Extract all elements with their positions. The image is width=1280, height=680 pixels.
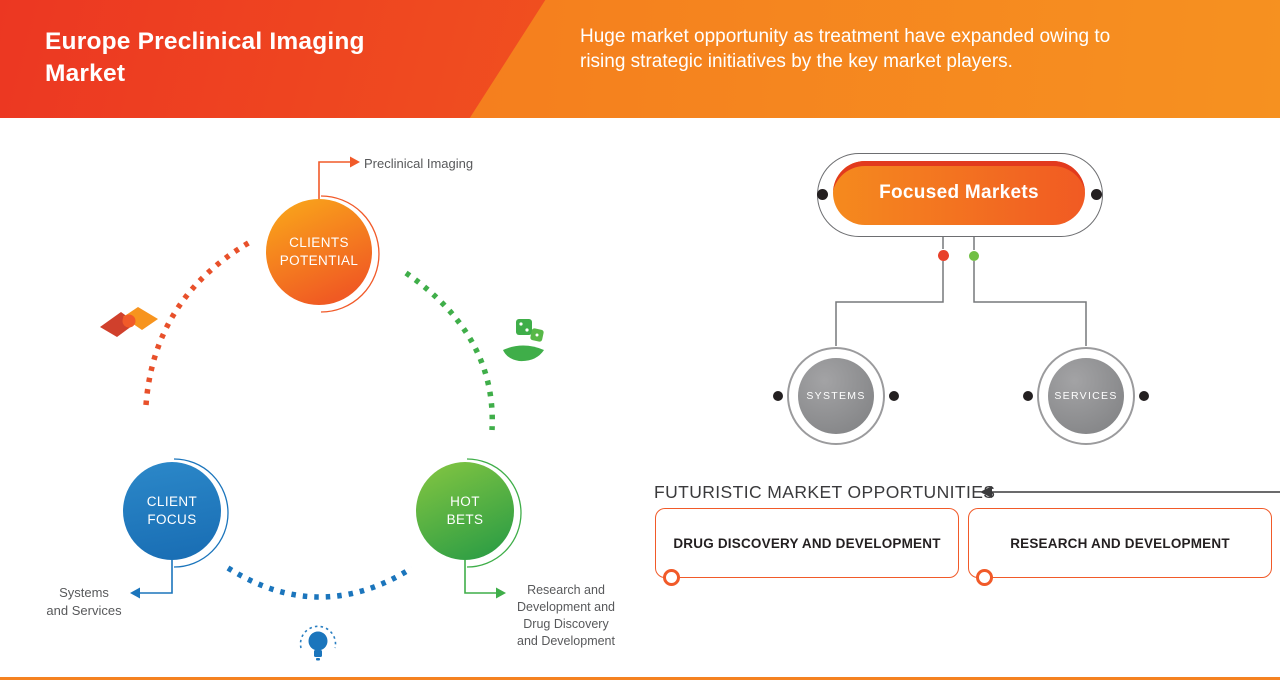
opportunity-corner-dot [663,569,680,586]
opportunity-box-research-development: RESEARCH AND DEVELOPMENT [968,508,1272,578]
opportunities-heading: FUTURISTIC MARKET OPPORTUNITIES [654,482,996,502]
node-hot-bets: HOT BETS [416,462,514,560]
dice-hand-icon [503,319,544,362]
opportunity-label: DRUG DISCOVERY AND DEVELOPMENT [673,535,941,551]
callout-line-right [464,560,496,594]
page-title: Europe Preclinical Imaging Market [45,28,365,87]
ring-accent-green [466,458,522,568]
callout-line-left [140,560,173,594]
focused-markets-title: Focused Markets [879,182,1039,203]
services-dot-left [1023,391,1033,401]
handshake-icon [100,307,158,337]
systems-ring [787,347,885,445]
opportunity-corner-dot [976,569,993,586]
outline-dot-right [1091,189,1102,200]
services-ring [1037,347,1135,445]
systems-dot-left [773,391,783,401]
connector-dot-green [969,251,979,261]
callout-research-development: Research and Development and Drug Discov… [517,583,615,648]
arrowhead-right [496,587,506,599]
callout-systems-services: Systems and Services [46,585,122,618]
arc-blue [226,565,414,600]
ring-accent-blue [173,458,229,568]
callout-preclinical-imaging: Preclinical Imaging [364,156,474,171]
connector-dot-red [938,250,949,261]
node-client-focus: CLIENT FOCUS [123,462,221,560]
lightbulb-icon [299,625,337,661]
callout-line-top [318,161,350,201]
arc-green [404,270,495,431]
outline-dot-left [817,189,828,200]
tree-connector-right [973,236,1087,346]
focused-markets-pill: Focused Markets [833,161,1085,225]
opportunity-label: RESEARCH AND DEVELOPMENT [1010,535,1230,551]
systems-dot-right [889,391,899,401]
header-banner-right-panel [469,0,1280,118]
arrowhead-left [130,587,140,599]
services-node: SERVICES [1048,358,1124,434]
ring-accent-orange [320,195,380,313]
arrowhead-top [350,156,360,168]
bottom-accent-bar [0,677,1280,680]
opportunity-box-drug-discovery: DRUG DISCOVERY AND DEVELOPMENT [655,508,959,578]
heading-arrowhead [980,486,992,498]
services-dot-right [1139,391,1149,401]
node-clients-potential: CLIENTS POTENTIAL [266,199,372,305]
header-banner: Europe Preclinical Imaging Market Huge m… [0,0,1280,118]
header-subtitle: Huge market opportunity as treatment hav… [580,26,1111,73]
systems-node: SYSTEMS [798,358,874,434]
tree-connector-left [835,236,944,346]
arc-orange [143,239,252,406]
